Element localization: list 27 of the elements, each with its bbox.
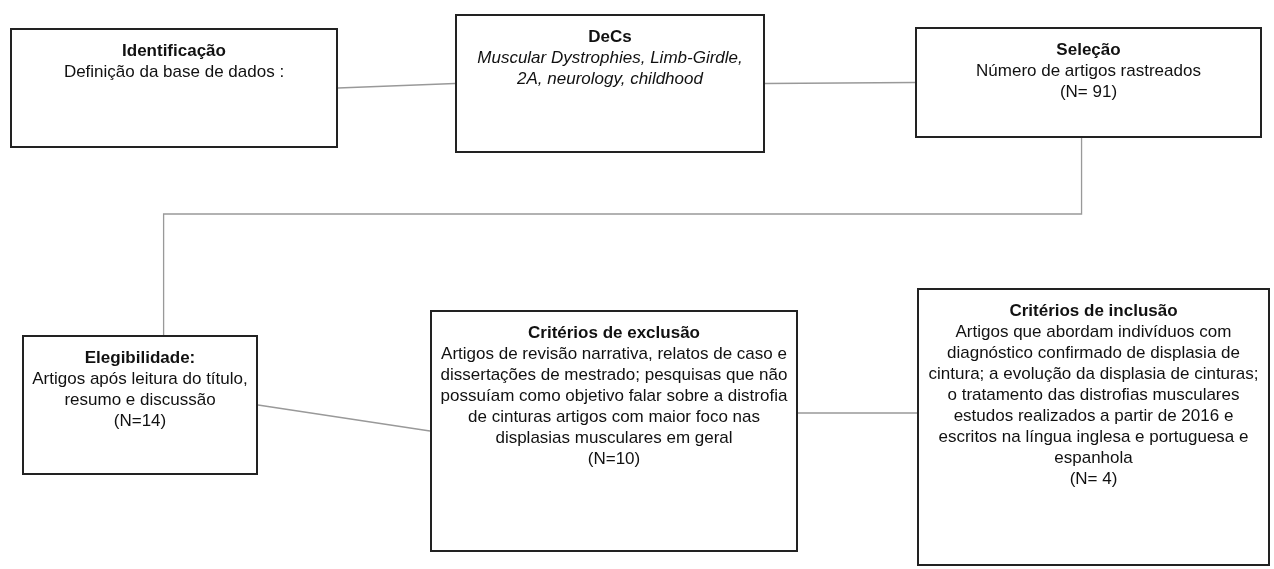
process-box bbox=[455, 14, 765, 153]
process-box bbox=[917, 288, 1270, 566]
body-text: Artigos que abordam indivíduos com diagnóstico confirmado de displasia de cintura; a evolução da displasia de cinturas; o tratamento das distrofias musculares estudos realizados a partir de 2016 e escritos na língua inglesa e portuguesa e espanhola bbox=[927, 321, 1260, 468]
process-box bbox=[10, 28, 338, 148]
body-text: Artigos após leitura do título, resumo e discussão bbox=[32, 368, 248, 410]
connector-line bbox=[764, 81, 916, 85]
connector-line bbox=[337, 82, 456, 89]
body-text: Definição da base de dados : bbox=[63, 61, 285, 82]
heading: Elegibilidade: bbox=[84, 347, 196, 368]
process-box bbox=[915, 27, 1262, 138]
count-text: (N=14) bbox=[113, 410, 167, 431]
heading: DeCs bbox=[588, 26, 632, 47]
count-text: (N= 4) bbox=[1069, 468, 1118, 489]
heading: Critérios de exclusão bbox=[528, 322, 700, 343]
connector-line bbox=[257, 404, 431, 432]
heading: Seleção bbox=[1056, 39, 1121, 60]
heading: Critérios de inclusão bbox=[1009, 300, 1178, 321]
count-text: (N=10) bbox=[587, 448, 641, 469]
body-text: Muscular Dystrophies, Limb-Girdle, 2A, neurology, childhood bbox=[476, 47, 744, 89]
connector-line bbox=[797, 412, 918, 414]
process-box bbox=[430, 310, 798, 552]
heading: Identificação bbox=[122, 40, 226, 61]
body-text: Artigos de revisão narrativa, relatos de caso e dissertações de mestrado; pesquisas que não possuíam como objetivo falar sobre a distrofia de cinturas artigos com maior foco nas displasias musculares em geral bbox=[440, 343, 788, 448]
process-box bbox=[22, 335, 258, 475]
connector-line bbox=[162, 137, 1083, 336]
body-text: Número de artigos rastreados bbox=[976, 60, 1201, 81]
count-text: (N= 91) bbox=[1059, 81, 1118, 102]
